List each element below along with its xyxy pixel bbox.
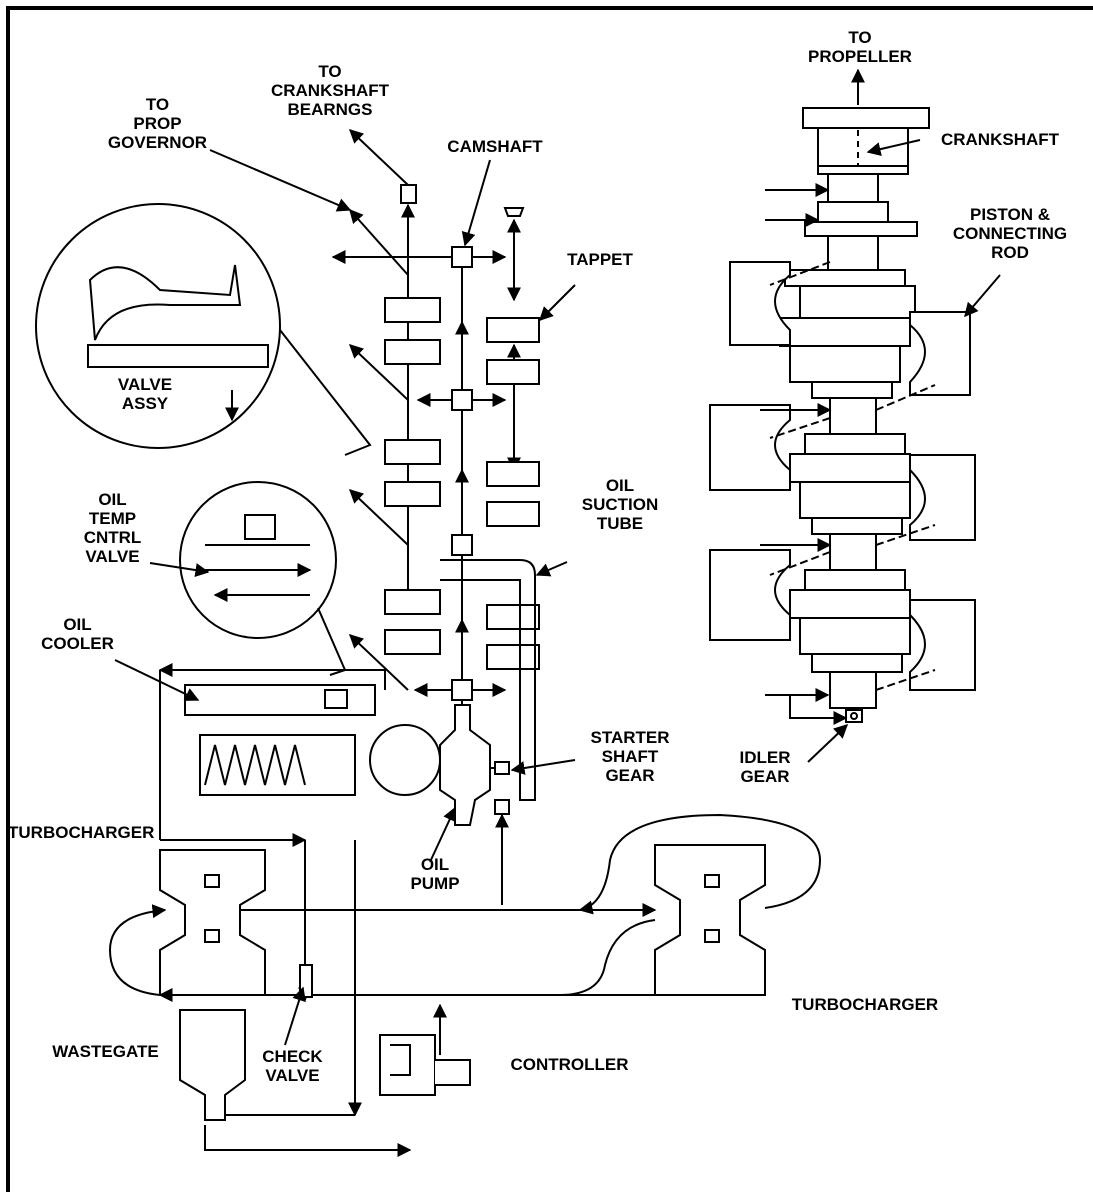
label-line: ASSY bbox=[105, 394, 185, 413]
turbocharger-left bbox=[110, 850, 265, 995]
label-line: PROPELLER bbox=[790, 47, 930, 66]
label-line: VALVE bbox=[105, 375, 185, 394]
label-camshaft: CAMSHAFT bbox=[435, 137, 555, 156]
label-wastegate: WASTEGATE bbox=[38, 1042, 173, 1061]
label-line: PISTON & bbox=[935, 205, 1085, 224]
label-line: OIL bbox=[75, 490, 150, 509]
label-line: GEAR bbox=[725, 767, 805, 786]
label-line: IDLER bbox=[725, 748, 805, 767]
label-line: VALVE bbox=[250, 1066, 335, 1085]
label-piston-connecting-rod: PISTON & CONNECTING ROD bbox=[935, 205, 1085, 262]
label-line: PUMP bbox=[400, 874, 470, 893]
label-line: COOLER bbox=[35, 634, 120, 653]
label-line: TEMP bbox=[75, 509, 150, 528]
label-oil-cooler: OIL COOLER bbox=[35, 615, 120, 653]
label-line: GEAR bbox=[575, 766, 685, 785]
label-starter-shaft-gear: STARTER SHAFT GEAR bbox=[575, 728, 685, 785]
valve-assy-bubble bbox=[36, 204, 370, 455]
label-check-valve: CHECK VALVE bbox=[250, 1047, 335, 1085]
label-oil-temp-cntrl-valve: OIL TEMP CNTRL VALVE bbox=[75, 490, 150, 566]
turbocharger-right bbox=[560, 815, 820, 995]
label-line: CHECK bbox=[250, 1047, 335, 1066]
label-line: VALVE bbox=[75, 547, 150, 566]
label-line: TO bbox=[255, 62, 405, 81]
label-to-propeller: TO PROPELLER bbox=[790, 28, 930, 66]
wastegate bbox=[180, 1010, 245, 1120]
label-valve-assy: VALVE ASSY bbox=[105, 375, 185, 413]
label-turbocharger-left: TURBOCHARGER bbox=[8, 823, 178, 842]
label-oil-pump: OIL PUMP bbox=[400, 855, 470, 893]
oil-cooler bbox=[160, 670, 385, 840]
label-line: SUCTION bbox=[565, 495, 675, 514]
label-line: TUBE bbox=[565, 514, 675, 533]
label-oil-suction-tube: OIL SUCTION TUBE bbox=[565, 476, 675, 533]
label-line: SHAFT bbox=[575, 747, 685, 766]
label-line: CONNECTING bbox=[935, 224, 1085, 243]
label-line: CRANKSHAFT bbox=[255, 81, 405, 100]
label-line: OIL bbox=[35, 615, 120, 634]
label-to-crankshaft-bearings: TO CRANKSHAFT BEARNGS bbox=[255, 62, 405, 119]
label-crankshaft: CRANKSHAFT bbox=[925, 130, 1075, 149]
label-line: CNTRL bbox=[75, 528, 150, 547]
label-idler-gear: IDLER GEAR bbox=[725, 748, 805, 786]
oil-temp-valve-bubble bbox=[180, 482, 345, 675]
label-line: OIL bbox=[565, 476, 675, 495]
label-line: GOVERNOR bbox=[100, 133, 215, 152]
label-line: TO bbox=[790, 28, 930, 47]
label-line: STARTER bbox=[575, 728, 685, 747]
controller bbox=[380, 1035, 470, 1095]
label-to-prop-governor: TO PROP GOVERNOR bbox=[100, 95, 215, 152]
label-controller: CONTROLLER bbox=[492, 1055, 647, 1074]
label-line: OIL bbox=[400, 855, 470, 874]
crankshaft-assembly bbox=[710, 70, 975, 722]
label-turbocharger-right: TURBOCHARGER bbox=[770, 995, 960, 1014]
label-line: PROP bbox=[100, 114, 215, 133]
label-line: BEARNGS bbox=[255, 100, 405, 119]
label-line: ROD bbox=[935, 243, 1085, 262]
label-tappet: TAPPET bbox=[555, 250, 645, 269]
label-line: TO bbox=[100, 95, 215, 114]
